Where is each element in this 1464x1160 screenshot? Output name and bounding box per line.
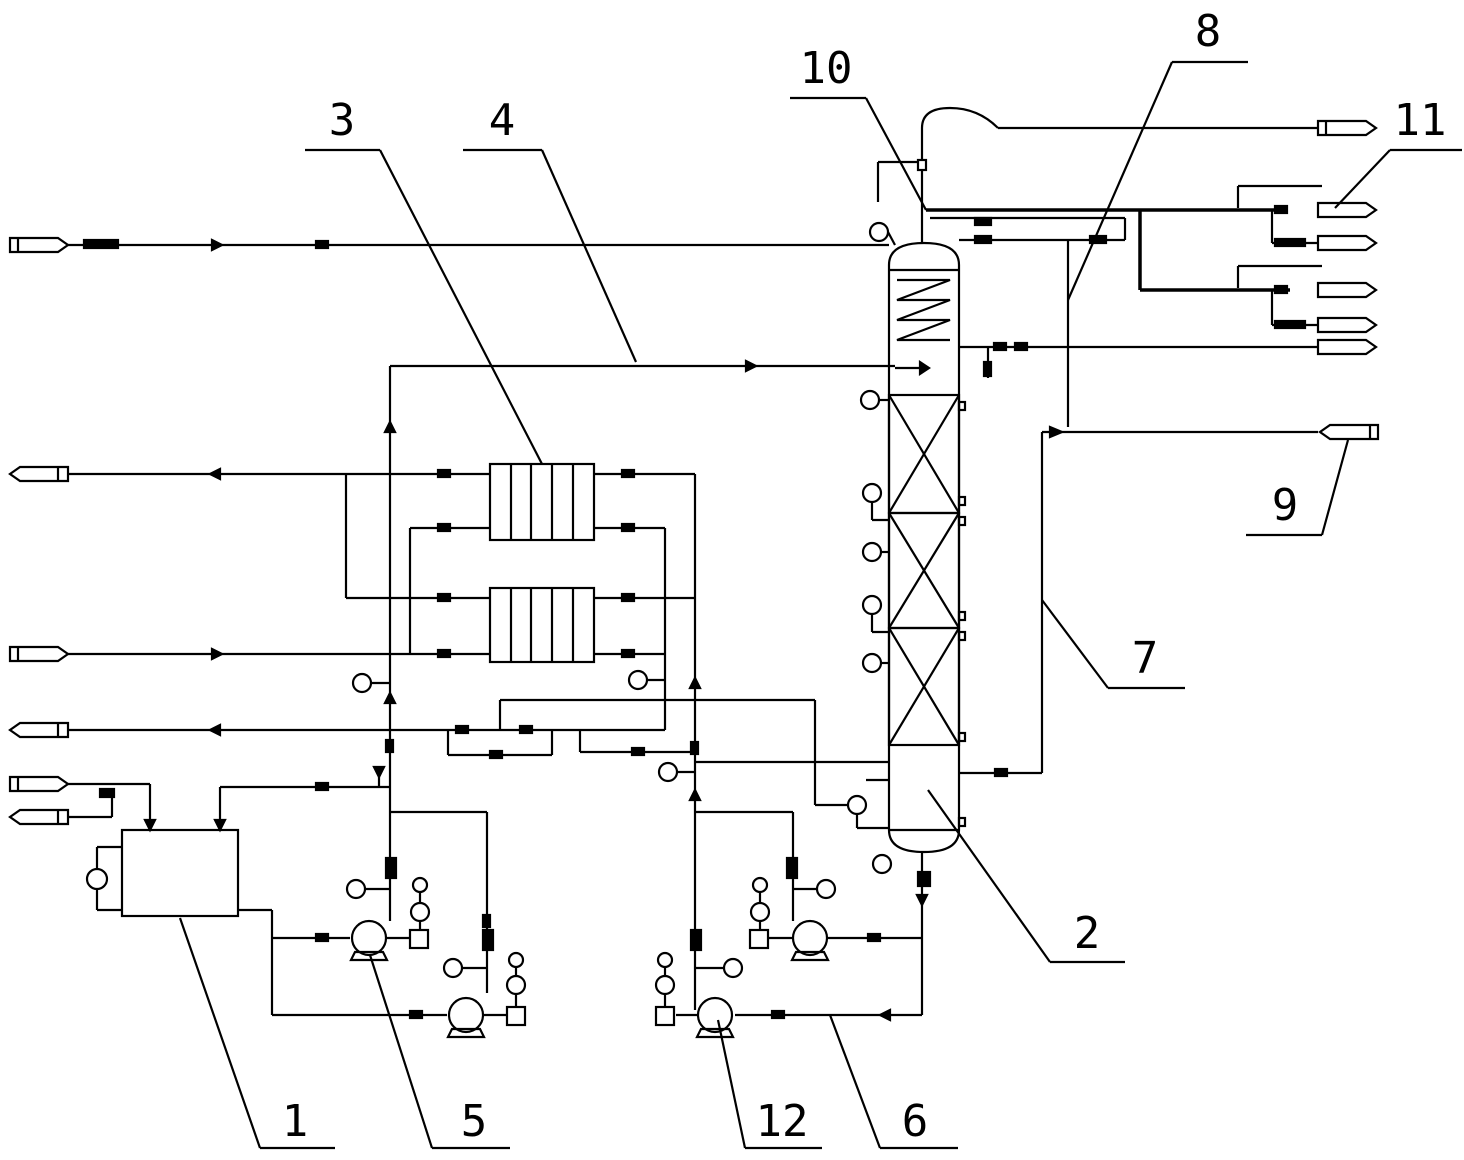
callout-4: 4 [489,95,516,146]
tank [85,828,240,918]
pump-12 [654,951,922,1039]
stream-arrows [8,119,1380,826]
callout-labels: 1 2 3 4 5 6 7 8 9 10 11 12 [282,6,1447,1147]
heat-exchangers [488,462,889,1010]
callout-7: 7 [1132,633,1159,684]
valve-marks [98,204,1307,1020]
callout-11: 11 [1394,95,1447,146]
callout-1: 1 [282,1096,309,1147]
pump-5 [238,810,489,1015]
callout-3: 3 [329,95,356,146]
callout-6: 6 [902,1096,929,1147]
callout-9: 9 [1272,480,1299,531]
distillation-column [887,106,999,854]
callout-12: 12 [756,1096,809,1147]
callout-10: 10 [800,43,853,94]
column-instruments [859,389,967,875]
callout-8: 8 [1195,6,1222,57]
callout-leaders [178,60,1462,1150]
callout-2: 2 [1074,908,1101,959]
callout-5: 5 [461,1096,488,1147]
left-piping [68,238,895,833]
top-streams [868,126,1322,775]
